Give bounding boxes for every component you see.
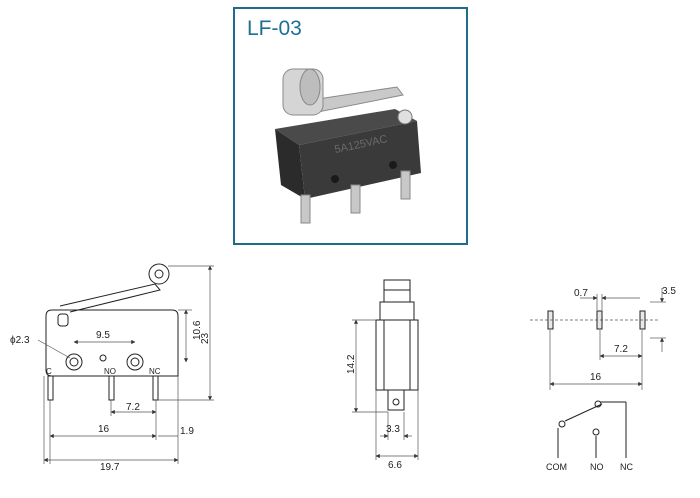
end-view [375,279,419,411]
side-view-dimensions [37,265,214,464]
dim-pin-16: 16 [590,372,602,383]
end-body [375,319,419,391]
dim-10-6: 10.6 [192,320,203,340]
pin-layout-labels: 0.7 3.5 7.2 16 [574,286,676,383]
side-body-outline [45,309,179,377]
switch-blade [564,403,603,422]
terminal-nc-label: NC [149,367,161,376]
side-hole-left [65,353,83,371]
dim-16: 16 [98,424,110,435]
schematic-nc: NC [620,462,633,472]
dim-3-3: 3.3 [386,424,400,435]
pin-layout-dimensions [530,288,666,390]
switch-body-top [275,109,417,145]
side-roller [148,263,170,285]
side-hinge [57,313,69,327]
side-terminal-nc [152,375,159,401]
dim-14-2: 14.2 [346,354,357,374]
dim-19-7: 19.7 [100,462,120,473]
terminal-mid [350,184,361,214]
dim-6-6: 6.6 [388,460,402,471]
end-terminal [387,389,405,411]
nc-contact [594,400,602,408]
terminal-c-label: C [46,367,52,376]
side-hole-small [99,354,107,362]
side-terminal-no [108,375,115,401]
dim-23: 23 [200,332,211,344]
side-hole-right [126,353,144,371]
dim-1-9: 1.9 [180,426,194,437]
no-contact [592,428,600,436]
dim-0-7: 0.7 [574,288,588,299]
switch-body-front [275,129,305,199]
schematic [557,400,627,458]
schematic-labels: COM NO NC [546,462,633,472]
com-contact [558,420,566,428]
side-view-labels: ϕ2.3 9.5 10.6 23 C NO NC 7.2 16 1.9 19.7 [10,320,211,473]
dim-9-5: 9.5 [96,330,110,341]
side-terminal-c [47,375,54,401]
side-lever [59,283,161,313]
terminal-no-label: NO [104,367,116,376]
end-plunger [383,279,411,303]
schematic-no: NO [590,462,604,472]
end-view-dimensions [352,319,419,460]
dim-phi-2-3: ϕ2.3 [10,335,30,346]
dim-pin-7-2: 7.2 [614,344,628,355]
terminal-right [400,170,411,200]
side-view [45,263,179,401]
dim-7-2: 7.2 [126,402,140,413]
mount-hole-2 [389,161,397,169]
dim-3-5: 3.5 [662,286,676,297]
product-photo-frame: LF-03 5A125VAC [233,7,468,245]
switch-photo: 5A125VAC [275,68,421,224]
end-view-labels: 14.2 3.3 6.6 [346,354,402,471]
schematic-com: COM [546,462,567,472]
terminal-left [300,194,311,224]
pivot-hole [397,109,413,125]
model-title: LF-03 [247,17,302,40]
switch-body-side [299,121,421,199]
end-body-upper [379,301,415,321]
roller-face [299,68,321,106]
mount-hole-1 [331,175,339,183]
